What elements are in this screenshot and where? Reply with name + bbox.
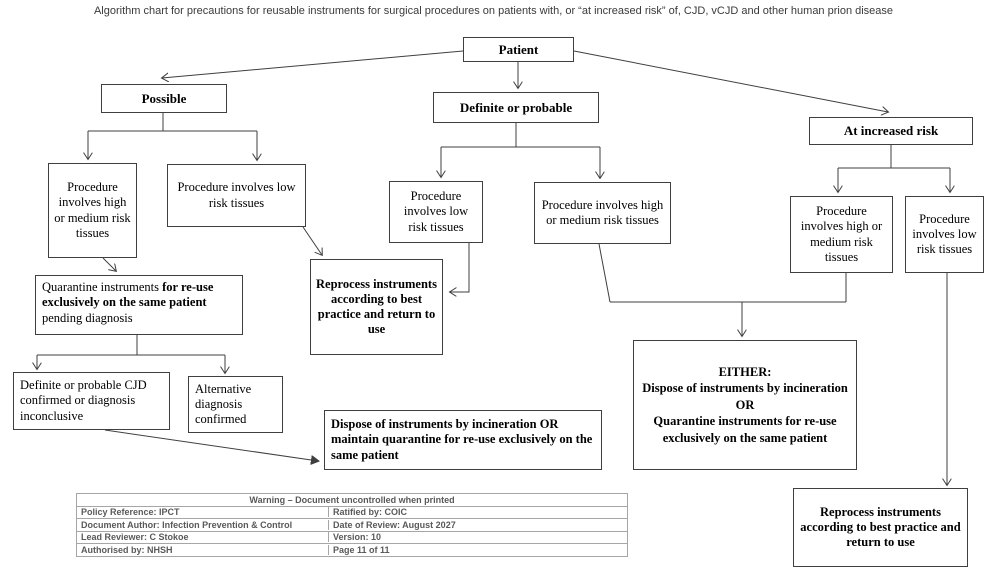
node-patient-label: Patient	[498, 41, 539, 57]
footer-lead-reviewer: Lead Reviewer: C Stokoe	[81, 532, 189, 543]
node-cjd-confirmed-inconclusive: Definite or probable CJD confirmed or di…	[13, 372, 170, 430]
footer-row-author: Document Author: Infection Prevention & …	[77, 518, 627, 531]
footer-warning-row: Warning – Document uncontrolled when pri…	[77, 494, 627, 506]
either-line-3: OR	[735, 397, 755, 412]
footer-version: Version: 10	[328, 532, 627, 543]
node-reprocess-instruments-mid: Reprocess instruments according to best …	[310, 259, 443, 355]
node-at-risk-label: At increased risk	[843, 123, 939, 139]
node-alternative-diagnosis: Alternative diagnosis confirmed	[188, 376, 283, 433]
footer-authorised-by: Authorised by: NHSH	[81, 544, 173, 555]
node-risk-high-label: Procedure involves high or medium risk t…	[800, 204, 883, 264]
connector-defhigh-funnel	[598, 243, 611, 303]
footer-warning: Warning – Document uncontrolled when pri…	[249, 494, 455, 505]
footer-row-reviewer: Lead Reviewer: C Stokoe Version: 10	[77, 530, 627, 544]
node-alt-diagnosis-label: Alternative diagnosis confirmed	[195, 381, 252, 427]
node-definite-high-label: Procedure involves high or medium risk t…	[541, 197, 664, 227]
footer-row-authorised: Authorised by: NHSH Page 11 of 11	[77, 543, 627, 556]
footer-page-number: Page 11 of 11	[328, 544, 627, 555]
node-possible-low-tissues: Procedure involves low risk tissues	[167, 164, 306, 227]
connector-patient-possible	[162, 50, 464, 78]
node-reprocess-mid-label: Reprocess instruments according to best …	[316, 276, 437, 337]
connector-posslow-reprocess	[302, 226, 322, 255]
node-risk-low-label: Procedure involves low risk tissues	[912, 211, 977, 257]
quarantine-text-bold: for re-use exclusively on the same patie…	[42, 280, 214, 310]
either-line-2: Dispose of instruments by incineration	[642, 381, 848, 396]
node-dispose-or-maintain-quarantine: Dispose of instruments by incineration O…	[324, 410, 602, 470]
node-patient: Patient	[463, 37, 574, 62]
node-definite-or-probable: Definite or probable	[433, 92, 599, 123]
quarantine-text-normal1: Quarantine instruments	[42, 280, 163, 294]
node-dispose-label: Dispose of instruments by incineration O…	[331, 417, 593, 462]
node-at-increased-risk: At increased risk	[809, 117, 973, 145]
node-reprocess-right-label: Reprocess instruments according to best …	[800, 504, 961, 550]
node-possible-high-medium-tissues: Procedure involves high or medium risk t…	[48, 163, 137, 258]
node-risk-high-medium-tissues: Procedure involves high or medium risk t…	[790, 196, 893, 273]
node-definite-low-tissues: Procedure involves low risk tissues	[389, 181, 483, 243]
quarantine-text-normal2: pending diagnosis	[42, 310, 133, 325]
connector-posshigh-quarantine	[102, 257, 116, 271]
either-line-1: EITHER:	[718, 364, 772, 379]
footer-document-author: Document Author: Infection Prevention & …	[81, 519, 293, 530]
either-line-4: Quarantine instruments for re-use exclus…	[653, 414, 837, 445]
node-definite-label: Definite or probable	[459, 99, 573, 115]
page-title: Algorithm chart for precautions for reus…	[93, 5, 894, 17]
connector-deflow-reprocess	[450, 243, 470, 292]
node-possible-low-label: Procedure involves low risk tissues	[177, 180, 296, 210]
node-definite-high-medium-tissues: Procedure involves high or medium risk t…	[534, 182, 671, 244]
node-risk-low-tissues: Procedure involves low risk tissues	[905, 196, 984, 273]
footer-date-of-review: Date of Review: August 2027	[328, 519, 627, 530]
connector-patient-atrisk	[573, 50, 888, 112]
connector-cjd-dispose	[104, 429, 318, 461]
node-reprocess-instruments-right: Reprocess instruments according to best …	[793, 488, 968, 567]
footer-row-policy: Policy Reference: IPCT Ratified by: COIC	[77, 505, 627, 519]
node-definite-low-label: Procedure involves low risk tissues	[403, 189, 469, 234]
node-cjd-confirmed-label: Definite or probable CJD confirmed or di…	[20, 378, 147, 423]
document-control-table: Warning – Document uncontrolled when pri…	[76, 493, 628, 557]
node-possible-high-label: Procedure involves high or medium risk t…	[54, 180, 131, 240]
node-possible-label: Possible	[141, 90, 187, 106]
footer-ratified-by: Ratified by: COIC	[328, 507, 627, 518]
node-quarantine-pending-diagnosis: Quarantine instruments for re-use exclus…	[35, 275, 243, 335]
node-possible: Possible	[101, 84, 227, 113]
node-either-dispose-or-quarantine: EITHER: Dispose of instruments by incine…	[633, 340, 857, 470]
footer-policy-reference: Policy Reference: IPCT	[81, 507, 180, 518]
